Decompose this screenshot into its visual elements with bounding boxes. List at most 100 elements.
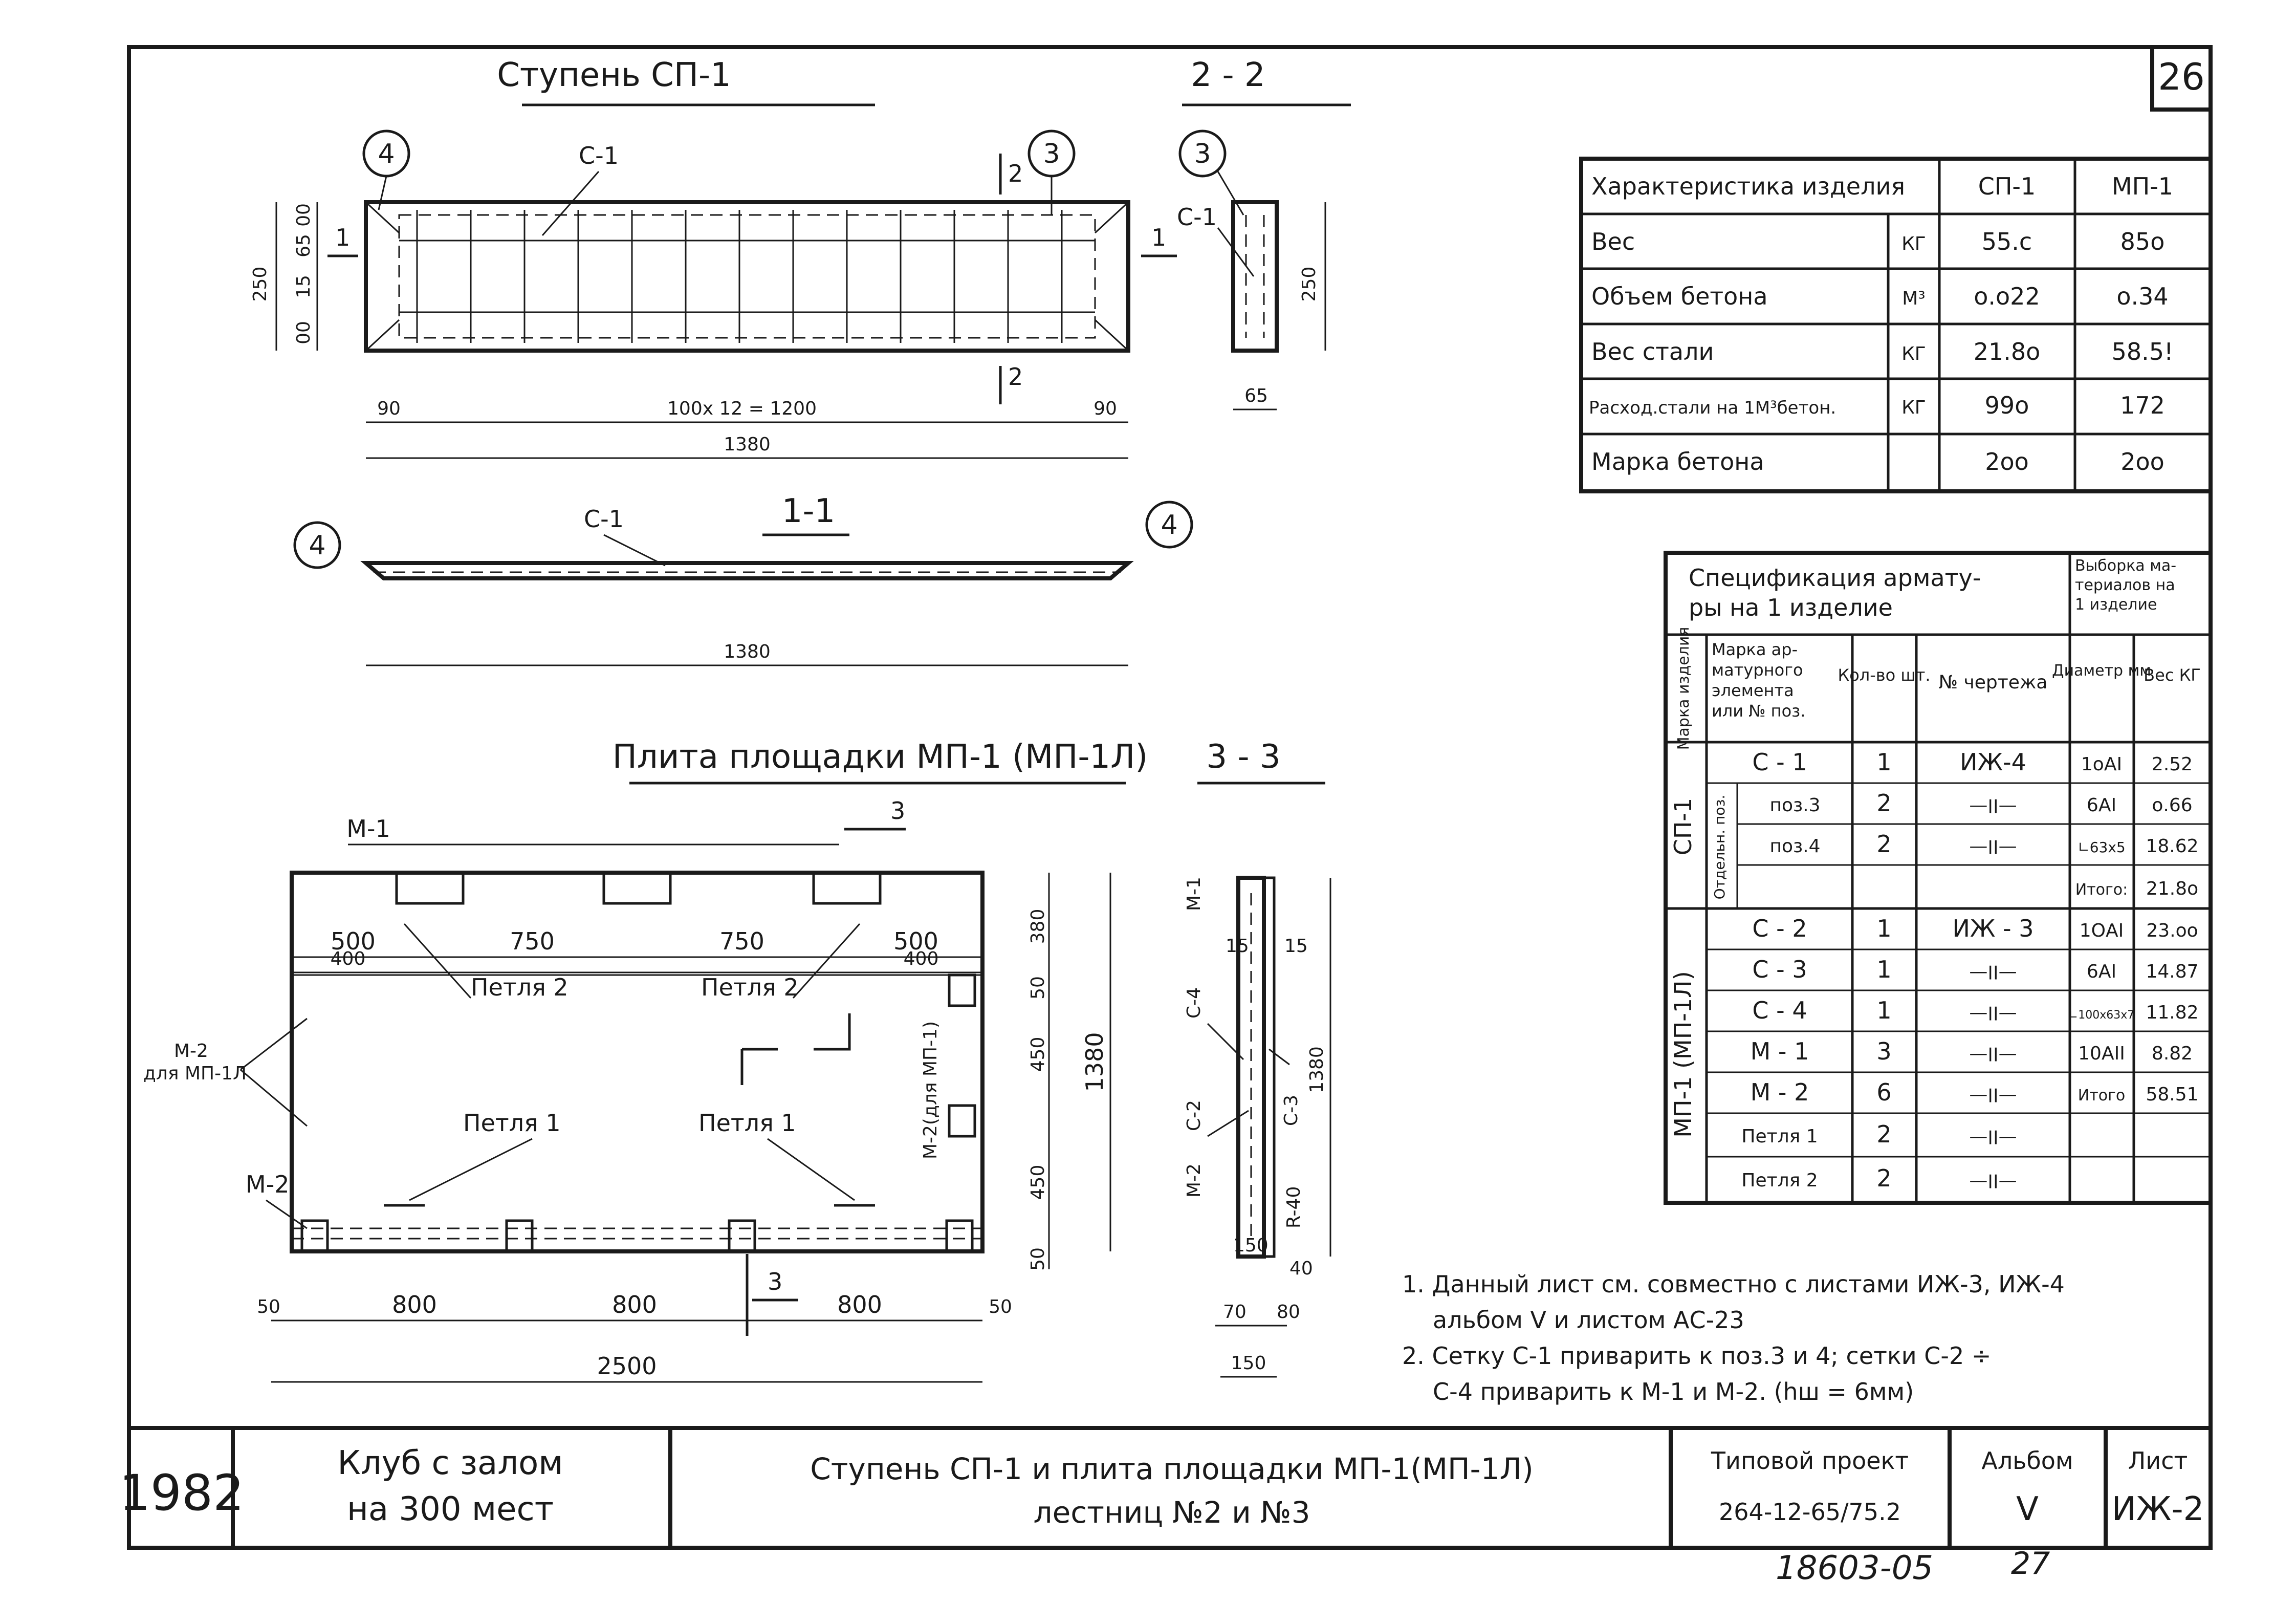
notes: 1. Данный лист см. совместно с листами И… <box>1402 1270 2065 1405</box>
svg-text:1: 1 <box>1876 997 1891 1024</box>
svg-text:Петля 1: Петля 1 <box>698 1109 796 1137</box>
sheet-frame <box>127 45 2213 1550</box>
svg-text:Отдельн. поз.: Отдельн. поз. <box>1711 795 1728 900</box>
char-header-mp1: МП-1 <box>2112 172 2173 200</box>
plate-plan-view <box>290 871 985 1253</box>
svg-text:С - 2: С - 2 <box>1752 915 1807 942</box>
title-object-1: Клуб с залом <box>337 1444 563 1482</box>
svg-text:18.62: 18.62 <box>2146 836 2198 857</box>
svg-text:400: 400 <box>331 948 366 969</box>
title-album-value: V <box>2016 1490 2039 1528</box>
svg-text:11.82: 11.82 <box>2146 1002 2198 1023</box>
spec-rows: С - 1 1 ИЖ-4 1оАI 2.52 поз.3 2 —׀׀— 6АI … <box>1741 748 2198 1192</box>
svg-text:58.5!: 58.5! <box>2112 338 2174 365</box>
svg-text:С - 4: С - 4 <box>1752 997 1807 1024</box>
svg-text:С-3: С-3 <box>1281 1095 1302 1126</box>
svg-text:450: 450 <box>1027 1165 1048 1200</box>
svg-text:100x 12 = 1200: 100x 12 = 1200 <box>667 398 817 419</box>
svg-text:КГ: КГ <box>1901 397 1926 418</box>
section-1-1-title: 1-1 <box>782 492 836 530</box>
svg-text:250: 250 <box>1299 267 1320 302</box>
svg-text:2оо: 2оо <box>1985 448 2029 475</box>
svg-text:65: 65 <box>1244 385 1268 406</box>
svg-text:С-1: С-1 <box>1177 203 1217 231</box>
title-object-2: на 300 мест <box>347 1490 554 1528</box>
svg-text:400: 400 <box>904 948 939 969</box>
svg-text:—׀׀—: —׀׀— <box>1969 1170 2017 1191</box>
svg-text:55.с: 55.с <box>1982 228 2032 255</box>
title-sheet-1: Ступень СП-1 и плита площадки МП-1(МП-1Л… <box>810 1452 1533 1486</box>
svg-text:М - 2: М - 2 <box>1751 1078 1809 1106</box>
svg-text:15: 15 <box>1284 936 1308 957</box>
svg-text:2: 2 <box>1008 160 1023 187</box>
svg-text:2: 2 <box>1876 1120 1891 1148</box>
svg-text:∟100х63х7: ∟100х63х7 <box>2069 1009 2134 1022</box>
svg-text:Вес стали: Вес стали <box>1591 338 1714 365</box>
svg-text:2оо: 2оо <box>2120 448 2164 475</box>
svg-text:1: 1 <box>1876 748 1891 776</box>
svg-text:450: 450 <box>1027 1037 1048 1072</box>
svg-text:150: 150 <box>1231 1353 1266 1374</box>
svg-text:—׀׀—: —׀׀— <box>1969 961 2017 982</box>
svg-text:С-4: С-4 <box>1184 987 1205 1019</box>
svg-text:Петля 2: Петля 2 <box>471 973 568 1001</box>
svg-text:172: 172 <box>2120 392 2165 419</box>
svg-text:М-2: М-2 <box>1184 1163 1205 1198</box>
svg-text:∟63х5: ∟63х5 <box>2078 839 2125 856</box>
svg-text:—׀׀—: —׀׀— <box>1969 1084 2017 1105</box>
spec-table <box>1664 551 2213 1205</box>
spec-group-mp1: МП-1 (МП-1Л) <box>1669 971 1697 1137</box>
svg-text:3: 3 <box>890 797 905 825</box>
svg-text:КГ: КГ <box>1901 343 1926 364</box>
title-block <box>129 1426 2211 1548</box>
svg-text:—׀׀—: —׀׀— <box>1969 1043 2017 1064</box>
callout-3-section <box>1178 129 1227 178</box>
svg-text:380: 380 <box>1027 909 1048 944</box>
spec-col-diam: Диаметр мм <box>2052 662 2151 680</box>
section-2-2-title: 2 - 2 <box>1191 56 1265 94</box>
char-header-sp1: СП-1 <box>1978 172 2036 200</box>
svg-text:14.87: 14.87 <box>2146 961 2198 982</box>
section-2-2-view <box>1231 200 1279 353</box>
svg-text:3: 3 <box>1043 139 1060 169</box>
svg-text:Петля 1: Петля 1 <box>463 1109 561 1137</box>
step-title: Ступень СП-1 <box>497 56 731 94</box>
sheet-number: 26 <box>2158 55 2205 98</box>
characteristics-table <box>1579 157 2213 493</box>
svg-text:50: 50 <box>257 1296 280 1317</box>
svg-text:Итого: Итого <box>2078 1087 2125 1105</box>
title-year: 1982 <box>119 1464 244 1522</box>
svg-text:23.оо: 23.оо <box>2146 920 2198 941</box>
svg-text:о.о22: о.о22 <box>1974 283 2040 310</box>
svg-text:—׀׀—: —׀׀— <box>1969 1126 2017 1147</box>
callout-4-left <box>293 521 341 569</box>
svg-text:С - 3: С - 3 <box>1752 956 1807 983</box>
svg-text:Петля 2: Петля 2 <box>1741 1170 1818 1191</box>
svg-text:150: 150 <box>1233 1235 1269 1256</box>
svg-text:6АI: 6АI <box>2087 795 2116 816</box>
note-line: С-4 приварить к М-1 и М-2. (hш = 6мм) <box>1433 1378 1914 1405</box>
char-row-name: Вес <box>1591 228 1635 255</box>
svg-text:90: 90 <box>377 398 401 419</box>
svg-text:3: 3 <box>768 1268 782 1295</box>
svg-text:50: 50 <box>1027 1247 1048 1271</box>
svg-text:М - 1: М - 1 <box>1751 1037 1809 1065</box>
svg-text:70: 70 <box>1223 1302 1247 1323</box>
svg-text:1380: 1380 <box>1306 1046 1327 1093</box>
step-plan-view <box>364 200 1130 353</box>
spec-col-drawing: № чертежа <box>1939 672 2048 693</box>
page-number: 27 <box>2011 1546 2050 1582</box>
svg-text:500: 500 <box>893 927 938 955</box>
svg-text:М-1: М-1 <box>1184 877 1205 911</box>
svg-text:10АII: 10АII <box>2078 1043 2125 1064</box>
note-line: 2. Сетку С-1 приварить к поз.3 и 4; сетк… <box>1402 1342 1991 1370</box>
svg-text:99о: 99о <box>1985 392 2029 419</box>
svg-text:М-1: М-1 <box>346 815 390 842</box>
svg-text:4: 4 <box>1161 510 1177 540</box>
spec-col-qty: Кол-во шт. <box>1838 665 1931 685</box>
title-album-label: Альбом <box>1981 1447 2073 1475</box>
svg-text:90: 90 <box>1094 398 1117 419</box>
svg-text:ИЖ - 3: ИЖ - 3 <box>1952 915 2033 942</box>
svg-text:00: 00 <box>293 203 314 227</box>
